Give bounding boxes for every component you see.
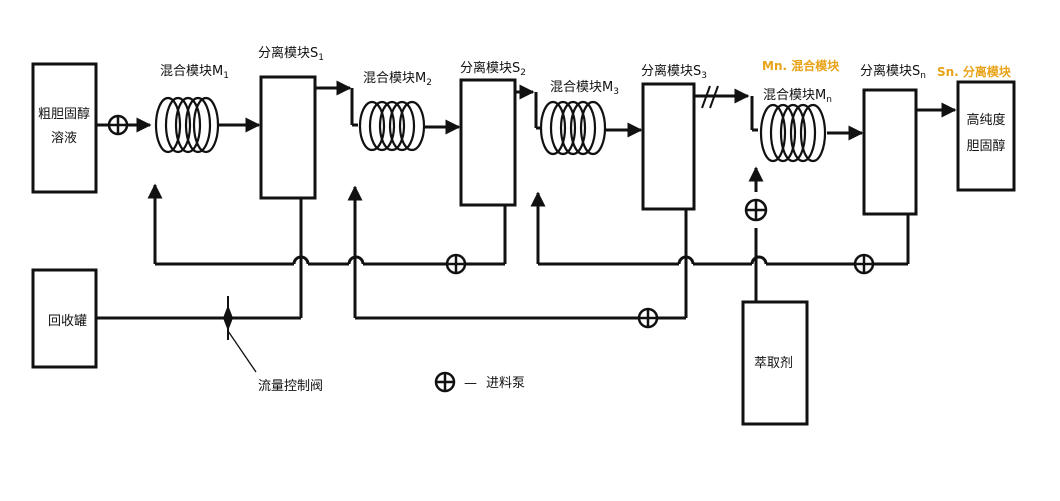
recycle-loop-b	[530, 191, 910, 266]
crude-tank-label-2: 溶液	[51, 131, 77, 146]
legend-mn-orange: Mn. 混合模块	[762, 58, 840, 73]
mixer-m2-coil	[358, 100, 426, 152]
product-tank-label-1: 高纯度	[966, 112, 1005, 128]
svg-text:分离模块Sn: 分离模块Sn	[860, 63, 926, 81]
separator-s1-label: 分离模块S1	[258, 45, 324, 63]
break-mark	[701, 85, 719, 109]
separator-s2-label: 分离模块S2	[460, 60, 526, 78]
separator-sn-label: 分离模块Sn	[860, 63, 926, 81]
svg-text:混合模块M1: 混合模块M1	[160, 64, 229, 81]
crude-cholesterol-tank: 粗胆固醇 溶液	[31, 62, 98, 194]
svg-text:混合模块Mn: 混合模块Mn	[763, 88, 832, 105]
recycle-loop-c	[347, 185, 688, 320]
feed-pump-icon	[107, 114, 129, 136]
mixer-mn-coil	[759, 103, 827, 163]
extractant-tank: 萃取剂	[741, 300, 809, 426]
recovery-tank: 回收罐	[31, 268, 98, 369]
mixer-m3-coil	[539, 100, 607, 156]
valve-label: 流量控制阀	[258, 379, 323, 394]
recycle-loop-a	[147, 183, 507, 266]
separator-sn	[862, 88, 918, 216]
recycle-pump-a-icon	[445, 253, 467, 275]
legend-sn-orange: Sn. 分离模块	[937, 64, 1012, 79]
legend-pump-icon	[434, 371, 456, 393]
legend-dash: —	[464, 376, 477, 391]
mixer-m3-label: 混合模块M3	[550, 80, 619, 97]
pump-legend: — 进料泵	[434, 371, 525, 393]
main-flow-pipes	[96, 80, 957, 141]
valve-leader-line	[227, 330, 257, 373]
recycle-pump-c-icon	[637, 307, 659, 329]
recovery-line	[96, 198, 303, 320]
svg-text:混合模块M2: 混合模块M2	[363, 71, 432, 88]
svg-text:混合模块M3: 混合模块M3	[550, 80, 619, 97]
product-tank-label-2: 胆固醇	[966, 138, 1005, 154]
extractant-tank-label: 萃取剂	[754, 356, 793, 371]
flow-control-valve-icon	[223, 296, 233, 340]
svg-text:分离模块S1: 分离模块S1	[258, 45, 324, 63]
svg-text:分离模块S3: 分离模块S3	[641, 63, 707, 81]
mixer-m1-coil	[154, 96, 220, 154]
crude-tank-label-1: 粗胆固醇	[38, 106, 90, 122]
separator-s1	[259, 75, 317, 200]
mixer-m2-label: 混合模块M2	[363, 71, 432, 88]
mixer-m1-label: 混合模块M1	[160, 64, 229, 81]
product-tank: 高纯度 胆固醇	[956, 80, 1016, 192]
separator-s3-label: 分离模块S3	[641, 63, 707, 81]
recycle-pump-b-icon	[853, 253, 875, 275]
legend-pump-label: 进料泵	[486, 376, 525, 391]
extractant-pump-icon	[744, 198, 768, 222]
svg-text:分离模块S2: 分离模块S2	[460, 60, 526, 78]
mixer-mn-label: 混合模块Mn	[763, 88, 832, 105]
separator-s3	[641, 82, 696, 211]
recovery-tank-label: 回收罐	[48, 314, 87, 329]
separator-s2	[459, 78, 517, 207]
